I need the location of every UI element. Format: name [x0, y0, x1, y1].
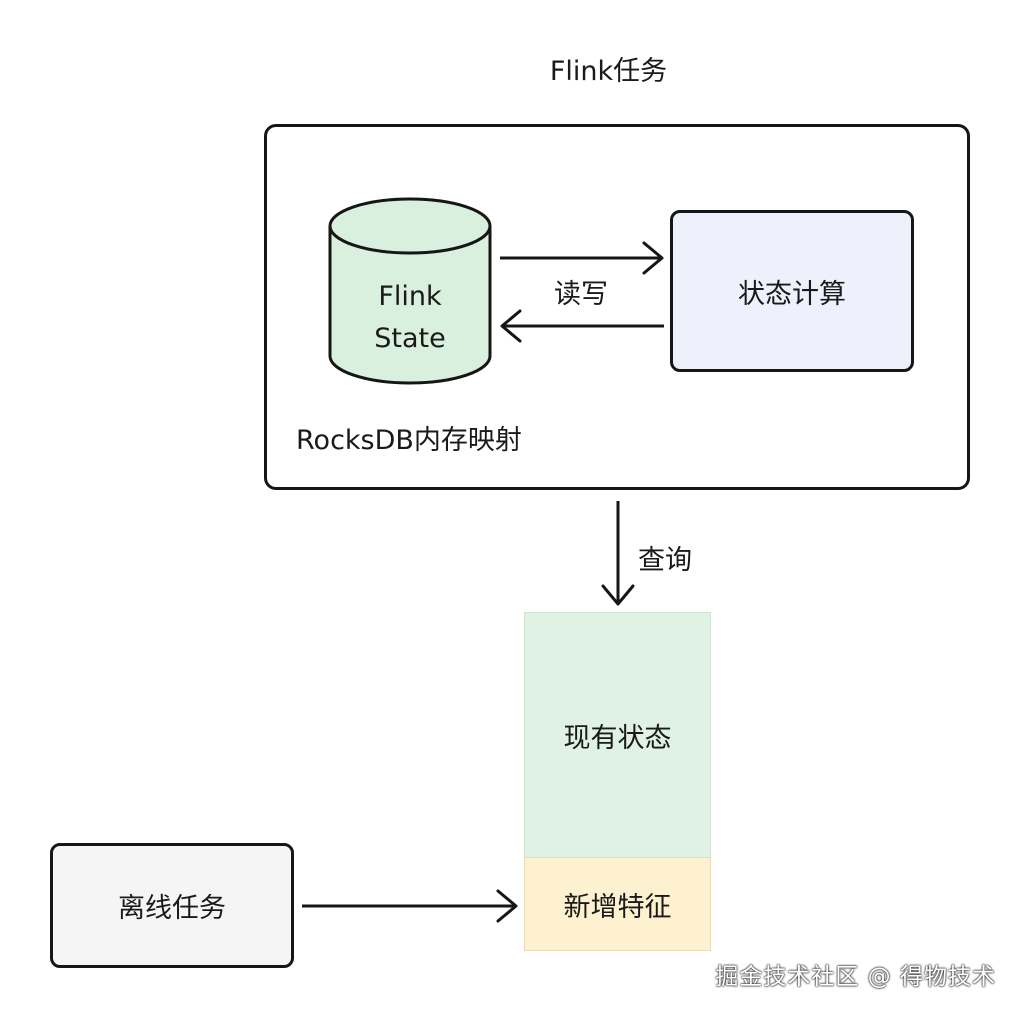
- offline-task-box: 离线任务: [50, 843, 294, 968]
- flink-state-label: Flink State: [330, 276, 490, 360]
- state-compute-box: 状态计算: [670, 210, 914, 372]
- watermark: 掘金技术社区 @ 得物技术: [715, 964, 996, 990]
- query-arrow: [601, 501, 635, 606]
- flink-state-line2: State: [374, 323, 446, 354]
- state-compute-label: 状态计算: [738, 278, 846, 310]
- flink-state-line1: Flink: [378, 281, 442, 312]
- read-write-label: 读写: [554, 279, 608, 310]
- rocksdb-label: RocksDB内存映射: [296, 425, 522, 456]
- flink-task-title: Flink任务: [549, 56, 668, 87]
- offline-arrow: [302, 889, 518, 923]
- current-state-block: 现有状态: [524, 612, 711, 858]
- new-feature-block: 新增特征: [524, 858, 711, 951]
- query-label: 查询: [638, 545, 692, 576]
- flink-task-container: [264, 124, 970, 490]
- current-state-label: 现有状态: [563, 722, 672, 754]
- new-feature-label: 新增特征: [563, 891, 672, 923]
- offline-task-label: 离线任务: [118, 893, 226, 924]
